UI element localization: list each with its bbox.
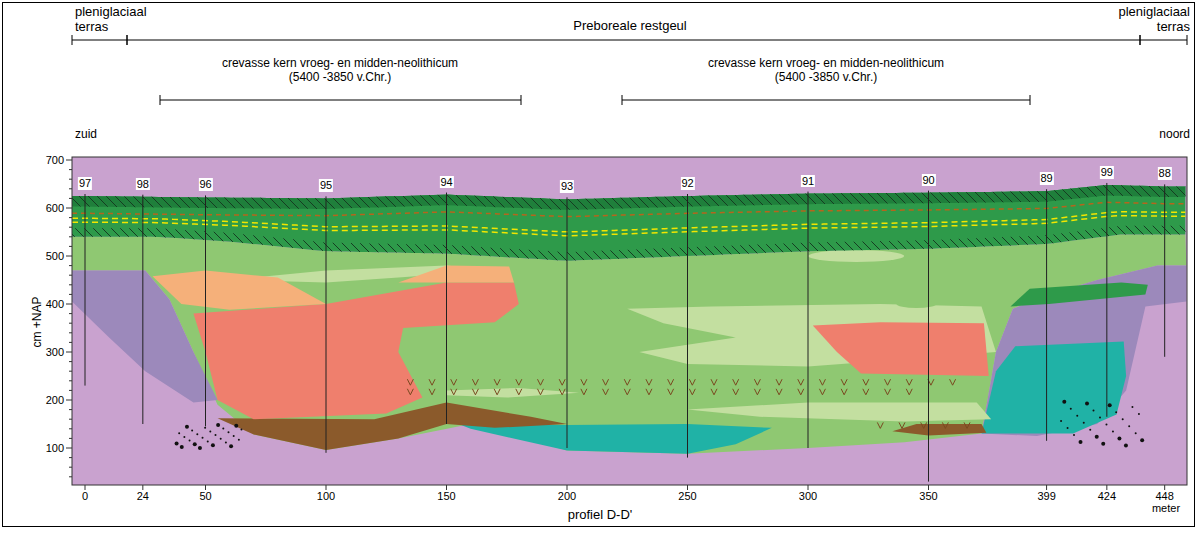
dashed-line [72, 212, 1185, 232]
plant-marks [407, 379, 970, 428]
tick-label: 250 [678, 490, 696, 503]
borehole-number: 90 [921, 174, 935, 187]
annotation: noord [1159, 128, 1190, 142]
crevasse-sand [152, 270, 326, 309]
tick-label: 200 [558, 490, 576, 503]
axis-unit: meter [1152, 502, 1180, 515]
top-soil [72, 185, 1185, 210]
crevasse-sand [813, 322, 989, 376]
tick-label: 350 [919, 490, 937, 503]
tick-label: 100 [46, 442, 64, 455]
gravel-dots [175, 400, 1145, 450]
tick-label: 0 [82, 490, 88, 503]
tick-label: 500 [46, 250, 64, 263]
pale-lens [688, 402, 992, 421]
pleistocene-layer [72, 157, 1187, 485]
borehole-number: 98 [136, 178, 150, 191]
channel-fill [72, 234, 1186, 453]
annotation: Preboreale restgeul [573, 19, 686, 34]
tick-label: 200 [46, 394, 64, 407]
borehole-number: 92 [680, 177, 694, 190]
caption: profiel D-D' [568, 508, 633, 523]
dark-green-layer [1010, 282, 1147, 306]
borehole-number: 97 [78, 177, 92, 190]
annotation: crevasse kern vroeg- en midden-neolithic… [209, 57, 471, 85]
tick-label: 24 [137, 490, 149, 503]
hatching [72, 226, 1185, 261]
top-clay [72, 185, 1185, 261]
pale-lens [447, 388, 580, 398]
tick-label: 100 [317, 490, 335, 503]
tick-label: 300 [46, 346, 64, 359]
tick-label: 600 [46, 202, 64, 215]
borehole-number: 93 [560, 180, 574, 193]
peat-layer [892, 424, 986, 436]
crevasse-sand [398, 266, 514, 283]
annotation: pleniglaciaal terras [75, 5, 160, 35]
dashed-line [72, 202, 1185, 216]
borehole-lines [85, 183, 1165, 482]
channel-fill [896, 300, 936, 308]
borehole-number: 89 [1039, 172, 1053, 185]
tick-label: 700 [46, 154, 64, 167]
purple-layer [982, 266, 1187, 436]
borehole-number: 96 [198, 178, 212, 191]
borehole-number: 88 [1158, 167, 1172, 180]
tick-label: 300 [799, 490, 817, 503]
annotation: pleniglaciaal terras [1105, 5, 1190, 35]
tick-label: 399 [1037, 490, 1055, 503]
frame [3, 3, 1195, 527]
tick-label: 150 [437, 490, 455, 503]
tick-label: 400 [46, 298, 64, 311]
teal-layer [982, 341, 1127, 433]
tick-label: 448 [1155, 490, 1173, 503]
hatching [72, 185, 1185, 210]
borehole-number: 99 [1100, 166, 1114, 179]
borehole-number: 94 [439, 176, 453, 189]
axis-title: cm +NAP [31, 296, 45, 347]
tick-label: 50 [199, 490, 211, 503]
tick-label: 424 [1098, 490, 1116, 503]
annotation: crevasse kern vroeg- en midden-neolithic… [695, 57, 957, 85]
pale-lens [808, 250, 904, 262]
borehole-number: 91 [801, 175, 815, 188]
annotation: zuid [75, 128, 97, 142]
teal-layer [459, 424, 772, 454]
borehole-number: 95 [319, 179, 333, 192]
dashed-line [72, 216, 1185, 236]
